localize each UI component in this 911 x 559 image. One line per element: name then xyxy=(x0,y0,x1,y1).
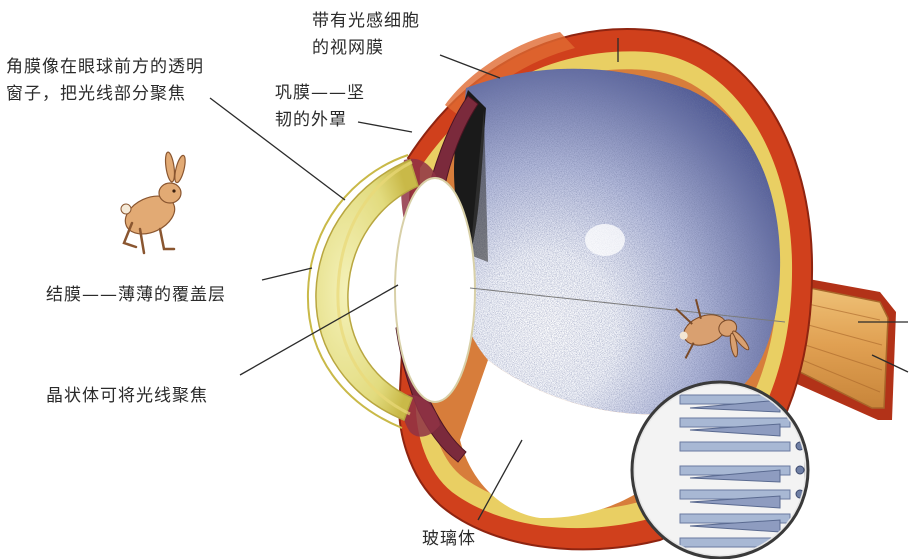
lens xyxy=(395,178,475,402)
rabbit-icon xyxy=(119,152,187,253)
sclera-label: 巩膜——坚 韧的外罩 xyxy=(275,80,365,134)
conjunctiva-label: 结膜——薄薄的覆盖层 xyxy=(46,282,226,309)
retina-label: 带有光感细胞 的视网膜 xyxy=(312,8,420,62)
cornea-label: 角膜像在眼球前方的透明 窗子，把光线部分聚焦 xyxy=(6,54,204,108)
lens-label: 晶状体可将光线聚焦 xyxy=(46,383,208,410)
retina-cells-magnifier-icon xyxy=(630,380,810,559)
vitreous-label: 玻璃体 xyxy=(422,526,476,553)
